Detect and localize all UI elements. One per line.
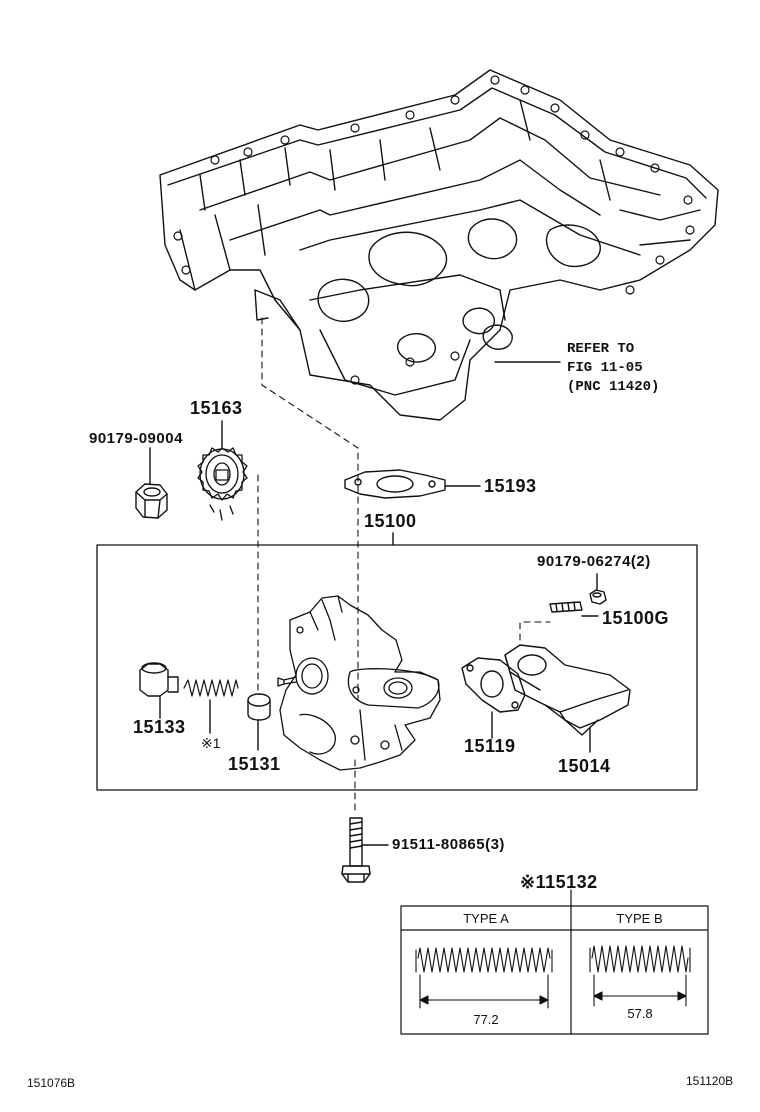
part-label-15193: 15193 xyxy=(484,476,537,496)
stud-15100g-drawing xyxy=(549,601,583,613)
refer-line-1: REFER TO xyxy=(567,341,635,357)
nut-90179-06274-drawing xyxy=(589,589,607,605)
gasket-15119-drawing xyxy=(461,657,526,713)
gasket-15193-drawing xyxy=(344,469,446,499)
part-label-91511-80865: 91511-80865(3) xyxy=(392,836,505,853)
part-label-15131: 15131 xyxy=(228,754,281,774)
nut-90179-09004-drawing xyxy=(135,483,168,519)
refer-note: REFER TO FIG 11-05 (PNC 11420) xyxy=(567,340,659,397)
plug-15133-drawing xyxy=(139,662,179,697)
table-header-type-a: TYPE A xyxy=(463,911,509,926)
spring-type-a-drawing xyxy=(415,947,553,1009)
assembly-guide-lines xyxy=(257,317,551,816)
note-mark-1: ※1 xyxy=(201,735,221,751)
spring-type-b-drawing xyxy=(589,945,691,1007)
part-label-15119: 15119 xyxy=(464,736,516,756)
bolt-91511-80865-drawing xyxy=(341,817,371,883)
refer-line-2: FIG 11-05 xyxy=(567,360,643,376)
part-label-90179-09004: 90179-09004 xyxy=(89,430,183,447)
sprocket-15163-drawing xyxy=(197,447,248,521)
part-label-15100: 15100 xyxy=(364,511,417,531)
spring-length-type-b: 57.8 xyxy=(627,1006,653,1021)
spring-type-table xyxy=(400,889,709,1035)
relief-valve-15131-drawing xyxy=(247,693,271,721)
footer-code-right: 151120B xyxy=(686,1074,734,1088)
strainer-15014-drawing xyxy=(504,644,631,736)
part-label-15163: 15163 xyxy=(190,398,243,418)
part-label-15133: 15133 xyxy=(133,717,186,737)
assembly-15100-box xyxy=(96,544,698,791)
table-header-type-b: TYPE B xyxy=(616,911,663,926)
part-label-90179-06274: 90179-06274(2) xyxy=(537,553,651,570)
oil-pan-housing-drawing xyxy=(159,69,719,421)
relief-spring-drawing xyxy=(183,679,239,697)
oil-pump-body-drawing xyxy=(277,595,441,771)
spring-length-type-a: 77.2 xyxy=(473,1012,499,1027)
part-label-15014: 15014 xyxy=(558,756,611,776)
part-label-15100g: 15100G xyxy=(602,608,670,628)
footer-code-left: 151076B xyxy=(27,1076,76,1090)
part-label-15132: ※115132 xyxy=(520,872,598,892)
refer-line-3: (PNC 11420) xyxy=(567,379,660,395)
